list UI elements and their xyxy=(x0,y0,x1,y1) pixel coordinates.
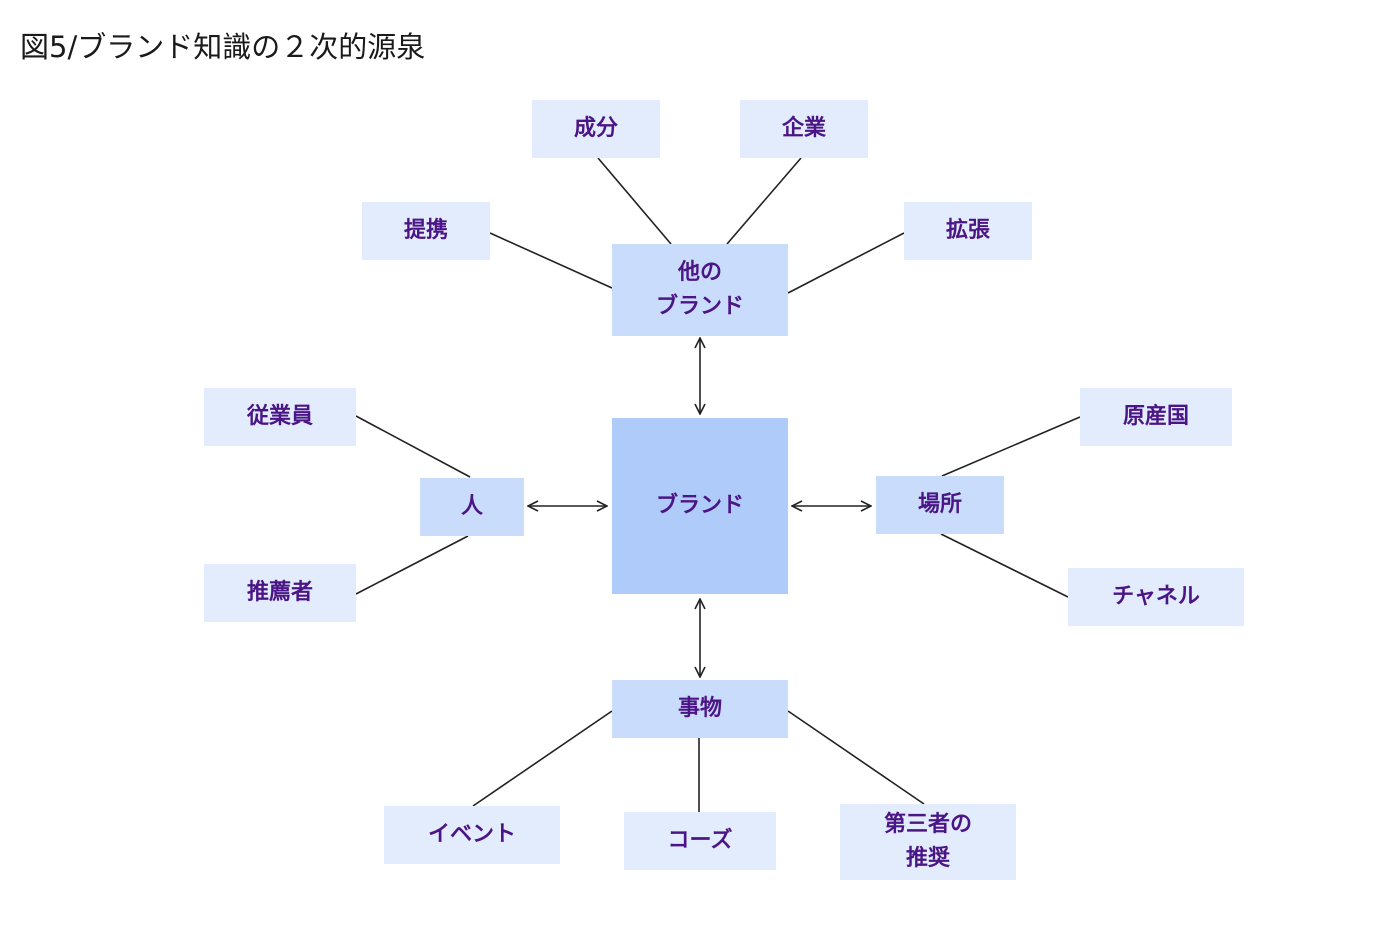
connector-event xyxy=(472,710,613,807)
node-alliance: 提携 xyxy=(362,202,490,260)
node-company: 企業 xyxy=(740,100,868,158)
connector-extension xyxy=(787,232,905,294)
node-other-brand-label: 他の ブランド xyxy=(655,260,744,319)
node-ingredient: 成分 xyxy=(532,100,660,158)
connector-company xyxy=(726,157,802,245)
node-place-label: 場所 xyxy=(917,492,962,517)
node-employee: 従業員 xyxy=(204,388,356,446)
node-endorser: 推薦者 xyxy=(204,564,356,622)
connector-alliance xyxy=(489,232,613,289)
node-extension-label: 拡張 xyxy=(945,218,990,243)
connector-endorser xyxy=(355,535,469,595)
node-endorser-label: 推薦者 xyxy=(246,580,313,605)
node-third-party: 第三者の 推奨 xyxy=(840,804,1016,880)
node-people-label: 人 xyxy=(460,494,483,519)
node-third-party-label: 第三者の 推奨 xyxy=(883,812,972,871)
connector-ingredient xyxy=(597,157,672,245)
node-employee-label: 従業員 xyxy=(246,404,313,429)
node-brand: ブランド xyxy=(612,418,788,594)
node-cause-label: コーズ xyxy=(667,828,733,853)
node-event: イベント xyxy=(384,806,560,864)
node-country-label: 原産国 xyxy=(1122,404,1189,429)
node-ingredient-label: 成分 xyxy=(573,116,618,141)
connector-third-party xyxy=(787,710,925,805)
connector-country xyxy=(941,416,1081,477)
node-extension: 拡張 xyxy=(904,202,1032,260)
connector-employee xyxy=(355,415,471,478)
node-people: 人 xyxy=(420,478,524,536)
node-alliance-label: 提携 xyxy=(403,218,448,243)
connector-channel xyxy=(940,533,1069,598)
diagram-title: 図5/ブランド知識の２次的源泉 xyxy=(20,30,426,64)
node-brand-label: ブランド xyxy=(655,493,744,518)
node-channel-label: チャネル xyxy=(1112,584,1200,609)
node-things: 事物 xyxy=(612,680,788,738)
node-channel: チャネル xyxy=(1068,568,1244,626)
node-company-label: 企業 xyxy=(781,116,826,141)
node-country-of-origin: 原産国 xyxy=(1080,388,1232,446)
node-event-label: イベント xyxy=(427,822,516,847)
node-other-brand: 他の ブランド xyxy=(612,244,788,336)
node-place: 場所 xyxy=(876,476,1004,534)
node-cause: コーズ xyxy=(624,812,776,870)
node-things-label: 事物 xyxy=(677,696,722,721)
